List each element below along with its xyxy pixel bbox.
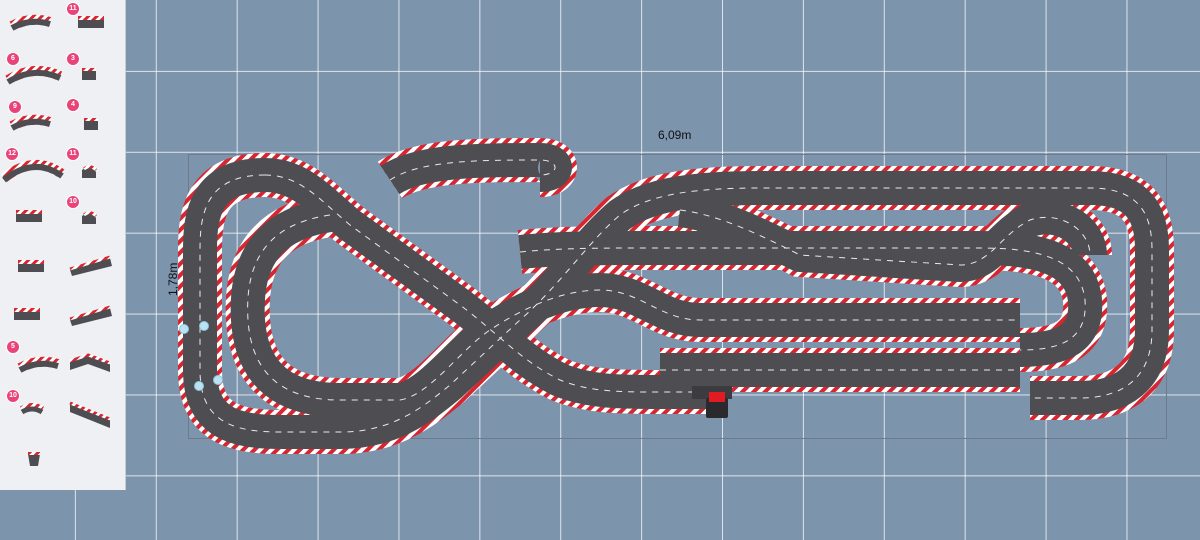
palette-piece-straight-1-4b[interactable] bbox=[84, 118, 125, 148]
piece-count-badge: 5 bbox=[6, 340, 20, 354]
lane-divider bbox=[679, 209, 1091, 266]
palette-piece-stub[interactable] bbox=[28, 452, 88, 482]
piece-count-badge: 11 bbox=[66, 2, 80, 16]
palette-piece-crossover[interactable] bbox=[69, 353, 125, 384]
piece-count-badge: 10 bbox=[66, 195, 80, 209]
lane-divider bbox=[264, 174, 720, 393]
resize-handle[interactable] bbox=[194, 381, 204, 391]
resize-handle[interactable] bbox=[213, 375, 223, 385]
piece-count-badge: 10 bbox=[6, 389, 20, 403]
palette-piece-switch[interactable] bbox=[69, 401, 125, 432]
palette-piece-straight-1-3c[interactable] bbox=[18, 260, 78, 290]
lane-divider bbox=[247, 214, 400, 401]
control-unit[interactable] bbox=[706, 398, 728, 418]
palette-piece-curve-1-60[interactable] bbox=[82, 165, 125, 196]
piece-count-badge: 11 bbox=[66, 147, 80, 161]
control-unit-icon bbox=[709, 392, 725, 402]
lane-divider bbox=[519, 247, 1086, 351]
track-segment[interactable] bbox=[395, 272, 1020, 417]
track-segment[interactable] bbox=[380, 142, 572, 195]
track-accessories[interactable] bbox=[692, 386, 732, 418]
palette-piece-curve-4-15[interactable] bbox=[0, 158, 65, 188]
lane-markings bbox=[199, 159, 1153, 433]
palette-piece-curve-2-30[interactable] bbox=[5, 64, 68, 94]
palette-piece-chicane-b[interactable] bbox=[69, 305, 125, 338]
piece-count-badge: 3 bbox=[66, 52, 80, 66]
palette-piece-straight-half[interactable] bbox=[14, 308, 74, 338]
palette-piece-straight-1-3[interactable] bbox=[78, 16, 125, 46]
width-dimension: 6,09m bbox=[658, 128, 692, 142]
piece-count-badge: 12 bbox=[5, 147, 19, 161]
piece-count-badge: 4 bbox=[66, 98, 80, 112]
palette-piece-straight-1-3b[interactable] bbox=[16, 210, 76, 240]
palette-piece-curve-5[interactable] bbox=[17, 354, 78, 384]
palette-piece-straight-1-4[interactable] bbox=[82, 68, 125, 98]
palette-piece-curve-small[interactable] bbox=[19, 402, 82, 432]
palette-piece-curve-3-30[interactable] bbox=[9, 112, 70, 142]
resize-handle[interactable] bbox=[199, 321, 209, 331]
palette-piece-curve-1-30[interactable] bbox=[9, 12, 70, 42]
track-pieces-palette: 11 6 3 9 4 12 11 10 5 10 bbox=[0, 0, 126, 490]
palette-piece-curve-1-60b[interactable] bbox=[82, 211, 125, 242]
lane-divider bbox=[389, 159, 556, 181]
piece-count-badge: 9 bbox=[8, 100, 22, 114]
palette-piece-chicane[interactable] bbox=[69, 255, 125, 288]
resize-handle[interactable] bbox=[179, 324, 189, 334]
piece-count-badge: 6 bbox=[6, 52, 20, 66]
